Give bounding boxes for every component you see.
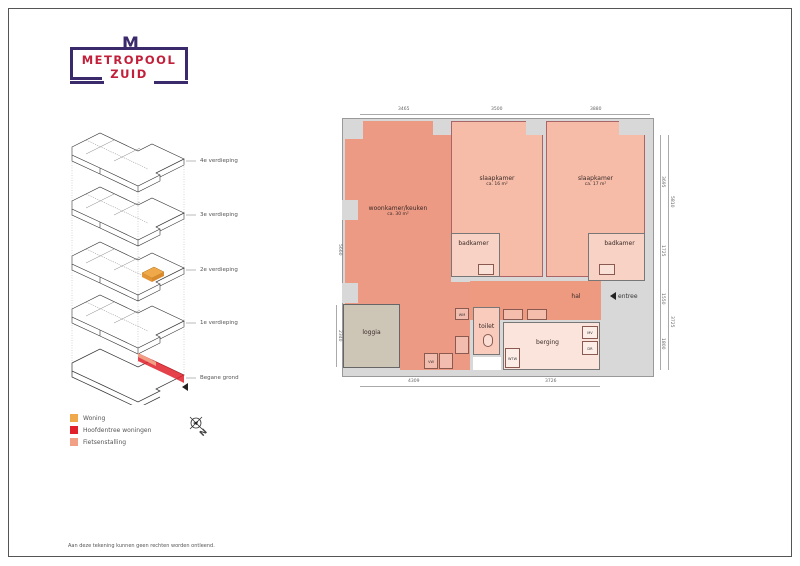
floor-1-slab (71, 294, 185, 355)
legend: Woning Hoofdentree woningen Fietsenstall… (70, 412, 151, 448)
legend-item-woning: Woning (70, 412, 151, 424)
column (526, 121, 546, 135)
dim-bottom-1: 4309 (408, 379, 420, 384)
entrance-arrow-icon (182, 383, 188, 391)
dim-right-5: 3725 (669, 316, 674, 328)
logo: M METROPOOL ZUID (70, 34, 188, 84)
sink-icon (599, 264, 615, 275)
compass-icon (189, 416, 203, 430)
label-loggia: loggia (362, 329, 381, 336)
shaft (473, 357, 501, 370)
dim-right-1: 3695 (660, 176, 665, 188)
fixture-vw: VW (424, 353, 438, 369)
legend-item-hoofdentree: Hoofdentree woningen (70, 424, 151, 436)
label-berging: berging (536, 339, 559, 346)
ground-floor (71, 348, 188, 405)
dim-left-2: 2340 (337, 330, 342, 342)
fixture-cooktop (455, 336, 469, 354)
floor-4-slab (71, 132, 185, 193)
dim-bottom-2: 3726 (545, 379, 557, 384)
fixture-oven: WM (455, 308, 469, 320)
dim-right-2: 5810 (669, 196, 674, 208)
column (342, 200, 358, 220)
isometric-floors (71, 132, 196, 405)
label-bathroom-2: badkamer (604, 240, 635, 247)
room-toilet (473, 307, 500, 355)
floor-label-2: 2e verdieping (200, 267, 238, 273)
fixture-fridge (439, 353, 453, 369)
label-hal: hal (571, 293, 581, 300)
fixture-meter (503, 309, 523, 320)
fixture-meter (527, 309, 547, 320)
sink-icon (478, 264, 494, 275)
room-living-top (345, 121, 451, 306)
fixture-wm: MV (582, 326, 598, 339)
floor-label-1: 1e verdieping (200, 320, 238, 326)
room-bathroom-1 (451, 233, 500, 277)
fixture-dr: DR (582, 341, 598, 355)
dim-right-6: 1800 (660, 338, 665, 350)
logo-line1: METROPOOL (81, 53, 177, 67)
floor-2-slab (71, 241, 185, 302)
legend-item-fietsenstalling: Fietsenstalling (70, 436, 151, 448)
label-toilet: toilet (478, 323, 495, 330)
dim-top-1: 3465 (398, 107, 410, 112)
page-border (8, 8, 792, 557)
floor-label-ground: Begane grond (200, 375, 239, 381)
floor-label-3: 3e verdieping (200, 212, 238, 218)
column (345, 121, 363, 139)
dim-right-4: 1550 (660, 293, 665, 305)
column (619, 121, 645, 135)
room-loggia (343, 304, 400, 368)
logo-letter: M (122, 34, 139, 54)
bike-storage-highlight (138, 353, 156, 366)
room-living-bottom (400, 282, 470, 370)
dim-right-3: 1725 (660, 245, 665, 257)
label-bathroom-1: badkamer (458, 240, 489, 247)
dim-top-3: 3880 (590, 107, 602, 112)
floor-3-slab (71, 186, 185, 247)
dim-top-2: 3500 (491, 107, 503, 112)
floor-label-4: 4e verdieping (200, 158, 238, 164)
entrance-arrow-icon (610, 292, 616, 300)
column (433, 121, 451, 135)
toilet-icon (483, 334, 493, 347)
dim-left-1: 5660 (337, 244, 342, 256)
room-bathroom-2 (588, 233, 645, 281)
column (342, 283, 358, 303)
logo-line2: ZUID (110, 67, 148, 81)
label-entrance: entree (618, 293, 638, 300)
disclaimer: Aan deze tekening kunnen geen rechten wo… (68, 543, 215, 549)
fixture-wtw: WTW (505, 348, 520, 368)
